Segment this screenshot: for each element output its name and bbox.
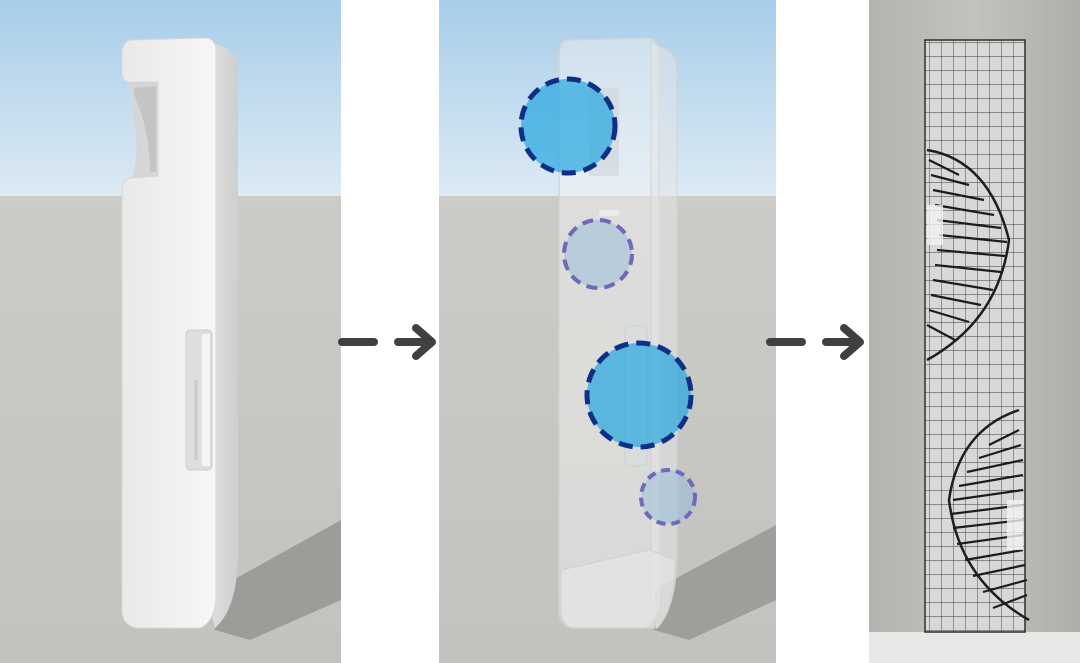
- light-circle-upper: [562, 218, 634, 290]
- dashed-arrow-1: [338, 324, 436, 360]
- tower-front-face: [121, 37, 217, 629]
- highlight-circle-upper: [518, 76, 618, 176]
- wire-opening-upper: [927, 205, 943, 245]
- upper-spiral-stair: [926, 148, 1011, 362]
- dashed-arrow-2: [766, 324, 864, 360]
- glass-tower-side: [650, 41, 678, 630]
- render-panel-transparent: [439, 0, 776, 663]
- tower-shadow: [654, 525, 776, 640]
- tower-shadow: [215, 520, 341, 640]
- upper-opening-shade: [134, 86, 156, 172]
- transparent-tower-scene: [439, 0, 776, 663]
- light-circle-lower: [639, 468, 697, 526]
- lower-slot-inner: [202, 334, 210, 466]
- lower-spiral-stair: [947, 408, 1030, 622]
- wire-opening-lower: [1007, 500, 1023, 550]
- render-panel-solid: [0, 0, 341, 663]
- photo-floor: [869, 632, 1080, 663]
- glass-tower-base: [560, 549, 676, 629]
- highlight-circle-lower: [584, 340, 694, 450]
- photo-panel-wire-model: [869, 0, 1080, 663]
- solid-tower-scene: [0, 0, 341, 663]
- wire-model-photo: [869, 0, 1080, 663]
